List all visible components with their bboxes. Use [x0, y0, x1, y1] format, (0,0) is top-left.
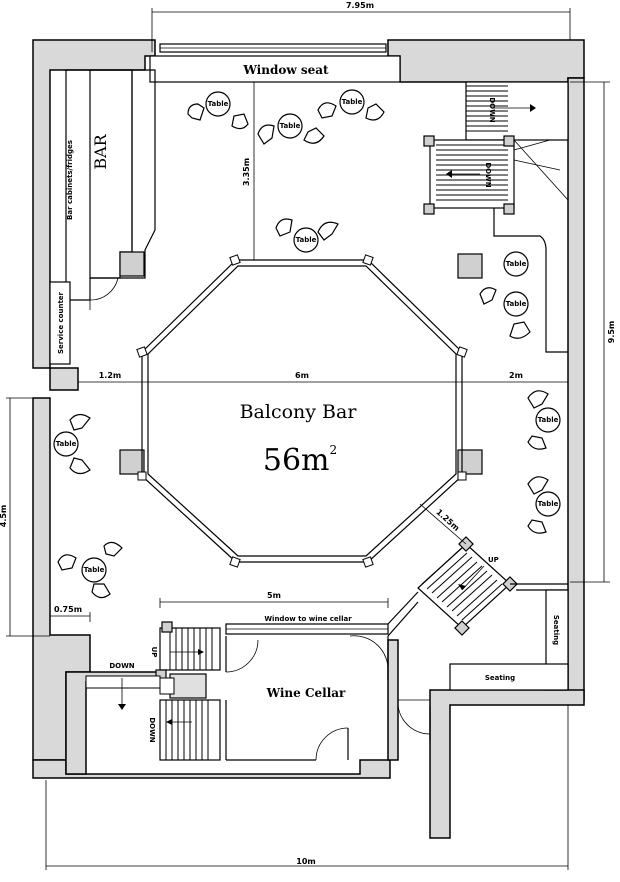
seating-bottom-label: Seating: [485, 674, 515, 682]
balcony-bar-label: Balcony Bar: [240, 401, 358, 423]
table-group: Table: [53, 413, 91, 475]
dim-0-75: 0.75m: [54, 605, 82, 614]
dim-left-height: 4.5m: [0, 505, 8, 528]
dim-6: 6m: [295, 371, 309, 380]
top-right-up-label: DOWN: [488, 97, 496, 122]
dim-5: 5m: [267, 591, 281, 600]
window-seat-label: Window seat: [242, 63, 329, 77]
table-label: Table: [506, 300, 527, 308]
bar-area: BAR Bar cabinets/fridges Service counter: [49, 69, 156, 365]
bottom-right-door: [397, 699, 431, 740]
lower-left-down-label-2: DOWN: [109, 662, 134, 670]
dim-3-35: 3.35m: [242, 158, 251, 186]
window-seat: Window seat: [149, 55, 401, 83]
table-label: Table: [208, 100, 229, 108]
wine-cellar: Window to wine cellar Wine Cellar: [225, 615, 389, 761]
table-group: Table: [187, 91, 249, 130]
table-group: Table: [503, 251, 529, 277]
dim-2: 2m: [509, 371, 523, 380]
table-group: Table: [527, 476, 561, 534]
table-label: Table: [342, 98, 363, 106]
wine-window-label: Window to wine cellar: [264, 615, 352, 623]
table-label: Table: [506, 260, 527, 268]
main-stair-up-label: UP: [488, 556, 499, 564]
top-window: [159, 43, 387, 53]
table-label: Table: [296, 236, 317, 244]
main-stair: UP: [387, 536, 568, 637]
balcony-octagon: Balcony Bar 56m2: [136, 254, 468, 568]
wine-cellar-label: Wine Cellar: [266, 686, 346, 700]
lower-left-stairs: UP DOWN DOWN: [85, 621, 221, 761]
table-label: Table: [84, 566, 105, 574]
dimension-lines: 7.95m 10m 9.5m 4.5m 3.35m 1.2m 6m 2m 1.2…: [0, 1, 616, 870]
dim-1-2: 1.2m: [99, 371, 122, 380]
tables: Table Table Table Table Table: [53, 89, 561, 599]
table-label: Table: [538, 500, 559, 508]
seating-right-label: Seating: [552, 615, 560, 645]
outer-walls: [32, 39, 585, 839]
dim-bottom-width: 10m: [296, 857, 315, 866]
table-group: Table: [479, 287, 531, 339]
area-label: 56m2: [263, 443, 337, 478]
bar-cabinets-label: Bar cabinets/fridges: [66, 140, 74, 220]
table-label: Table: [280, 122, 301, 130]
table-group: Table: [57, 541, 123, 599]
service-counter-label: Service counter: [57, 291, 65, 354]
bar-label: BAR: [91, 133, 110, 169]
top-right-stairs: DOWN DOWN: [423, 81, 569, 353]
lower-left-down-label: DOWN: [148, 717, 156, 742]
table-group: Table: [257, 113, 325, 145]
table-group: Table: [275, 218, 339, 253]
dim-top-width: 7.95m: [346, 1, 374, 10]
table-label: Table: [538, 416, 559, 424]
lower-left-up-label: UP: [150, 647, 158, 658]
table-group: Table: [317, 89, 385, 121]
table-label: Table: [56, 440, 77, 448]
table-group: Table: [527, 390, 561, 450]
pillar-top-right: [457, 253, 483, 279]
dim-right-height: 9.5m: [607, 321, 616, 344]
pillar-left: [119, 449, 145, 475]
right-seating: Seating Seating: [449, 589, 569, 691]
top-right-down-label: DOWN: [484, 162, 492, 187]
